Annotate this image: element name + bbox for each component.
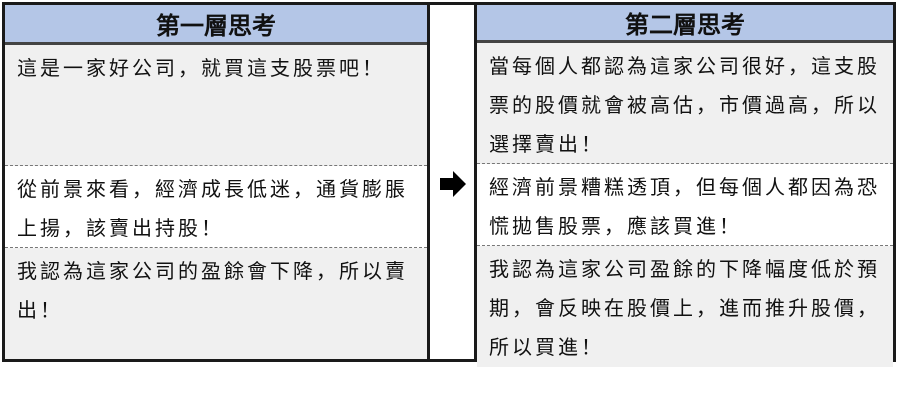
left-row-1: 這是一家好公司，就買這支股票吧！ (5, 45, 427, 166)
left-row-2: 從前景來看，經濟成長低迷，通貨膨脹上揚，該賣出持股！ (5, 166, 427, 248)
left-row-3: 我認為這家公司的盈餘會下降，所以賣出！ (5, 248, 427, 359)
right-row-2: 經濟前景糟糕透頂，但每個人都因為恐慌拋售股票，應該買進！ (477, 164, 893, 246)
right-row-1: 當每個人都認為這家公司很好，這支股票的股價就會被高估，市價過高，所以選擇賣出！ (477, 43, 893, 164)
right-arrow-icon (440, 171, 466, 197)
panel-header: 第一層思考 (5, 5, 427, 45)
comparison-diagram: 第一層思考 這是一家好公司，就買這支股票吧！ 從前景來看，經濟成長低迷，通貨膨脹… (2, 2, 896, 367)
panel-header: 第二層思考 (477, 5, 893, 43)
second-level-thinking-panel: 第二層思考 當每個人都認為這家公司很好，這支股票的股價就會被高估，市價過高，所以… (477, 5, 893, 367)
right-row-3: 我認為這家公司盈餘的下降幅度低於預期，會反映在股價上，進而推升股價，所以買進！ (477, 246, 893, 367)
first-level-thinking-panel: 第一層思考 這是一家好公司，就買這支股票吧！ 從前景來看，經濟成長低迷，通貨膨脹… (5, 5, 427, 359)
connector-column (427, 5, 477, 359)
